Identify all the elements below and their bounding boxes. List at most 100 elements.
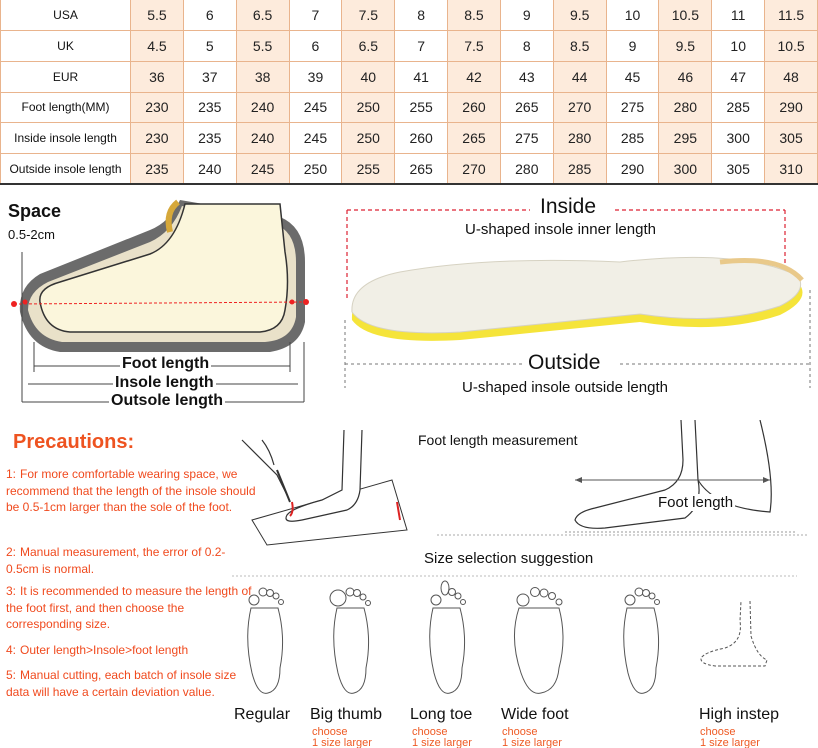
foot-wide-icon [513, 587, 564, 694]
foot-label-high-instep: High instep [699, 706, 780, 723]
size-table-cell: 285 [552, 152, 607, 185]
foot-label-big-thumb: Big thumb [310, 706, 383, 723]
size-table-cell: 290 [605, 152, 660, 185]
foot-measurement-illustration [241, 429, 408, 546]
size-table-cell: 240 [235, 122, 290, 154]
insole-length-label: Insole length [113, 374, 216, 392]
foot-high-instep-icon [700, 600, 768, 667]
size-table-cell: 42 [447, 60, 501, 93]
space-value: 0.5-2cm [8, 227, 55, 242]
size-table-cell: 235 [182, 122, 237, 154]
size-table-row-label: Outside insole length [0, 152, 131, 185]
size-table-cell: 46 [658, 60, 713, 93]
size-table-cell: 295 [658, 122, 713, 154]
measurement-foot-length-label: Foot length [656, 494, 736, 511]
size-table-cell: 260 [447, 91, 501, 124]
size-table-row-label: Foot length(MM) [0, 91, 131, 124]
size-table-cell: 265 [499, 91, 554, 124]
foot-regular-2-icon [623, 587, 660, 694]
insole-illustration [344, 209, 811, 388]
size-table-cell: 11.5 [764, 0, 818, 32]
size-table-cell: 5.5 [235, 30, 290, 62]
size-table-cell: 4.5 [130, 30, 184, 62]
size-table-cell: 230 [130, 91, 184, 124]
outside-subtitle: U-shaped insole outside length [462, 379, 668, 396]
size-table-cell: 9 [605, 30, 660, 62]
size-table-cell: 240 [235, 91, 290, 124]
size-table-cell: 44 [552, 60, 607, 93]
size-table-cell: 275 [605, 91, 660, 124]
size-table-cell: 41 [394, 60, 449, 93]
size-table-cell: 39 [288, 60, 343, 93]
size-table-cell: 7.5 [341, 0, 396, 32]
size-table-row-label: USA [0, 0, 131, 32]
size-table-cell: 245 [235, 152, 290, 185]
size-table-cell: 235 [130, 152, 184, 185]
size-table-cell: 7 [394, 30, 449, 62]
size-table-cell: 265 [394, 152, 449, 185]
foot-label-regular: Regular [234, 706, 291, 723]
size-table-cell: 40 [341, 60, 396, 93]
precautions-title: Precautions: [13, 431, 135, 453]
size-table-cell: 305 [764, 122, 818, 154]
size-table-cell: 10.5 [764, 30, 818, 62]
size-table-cell: 280 [552, 122, 607, 154]
size-table-cell: 260 [394, 122, 449, 154]
size-table-cell: 285 [711, 91, 766, 124]
size-table-cell: 9.5 [552, 0, 607, 32]
size-table-cell: 7 [288, 0, 343, 32]
foot-long-toe-icon [429, 580, 466, 694]
size-table-cell: 38 [235, 60, 290, 93]
size-table-cell: 7.5 [447, 30, 501, 62]
size-table-cell: 235 [182, 91, 237, 124]
size-table-cell: 47 [711, 60, 766, 93]
size-table-cell: 275 [499, 122, 554, 154]
size-table-cell: 8 [394, 0, 449, 32]
size-table-row-label: EUR [0, 60, 131, 93]
size-table-cell: 250 [341, 91, 396, 124]
size-table-cell: 36 [130, 60, 184, 93]
size-table-cell: 300 [711, 122, 766, 154]
size-table-cell: 11 [711, 0, 766, 32]
outside-title: Outside [528, 351, 601, 374]
size-table-cell: 245 [288, 91, 343, 124]
size-table-cell: 250 [341, 122, 396, 154]
size-table-cell: 9 [499, 0, 554, 32]
size-table-cell: 310 [764, 152, 818, 185]
size-table-cell: 48 [764, 60, 818, 93]
size-table-cell: 290 [764, 91, 818, 124]
foot-length-label: Foot length [120, 355, 212, 373]
precaution-item-1: 1:For more comfortable wearing space, we… [6, 467, 256, 514]
size-table-cell: 270 [552, 91, 607, 124]
size-table-cell: 280 [658, 91, 713, 124]
size-table-cell: 5.5 [130, 0, 184, 32]
size-table-cell: 9.5 [658, 30, 713, 62]
ruler-line [437, 534, 807, 536]
size-table-cell: 8.5 [447, 0, 501, 32]
inside-subtitle: U-shaped insole inner length [465, 221, 656, 238]
size-table-cell: 270 [447, 152, 501, 185]
precaution-item-3: 3:It is recommended to measure the lengt… [6, 584, 252, 631]
precaution-item-5: 5:Manual cutting, each batch of insole s… [6, 668, 237, 699]
size-table-cell: 37 [182, 60, 237, 93]
outsole-length-label: Outsole length [109, 392, 225, 410]
size-table-cell: 250 [288, 152, 343, 185]
space-title: Space [8, 201, 62, 221]
size-table-cell: 305 [711, 152, 766, 185]
size-table-cell: 45 [605, 60, 660, 93]
size-table-cell: 43 [499, 60, 554, 93]
precaution-item-4: 4:Outer length>Insole>foot length [6, 643, 189, 657]
foot-label-wide-foot: Wide foot [501, 706, 569, 723]
size-table-cell: 8.5 [552, 30, 607, 62]
size-table-cell: 6.5 [235, 0, 290, 32]
size-table-cell: 255 [394, 91, 449, 124]
